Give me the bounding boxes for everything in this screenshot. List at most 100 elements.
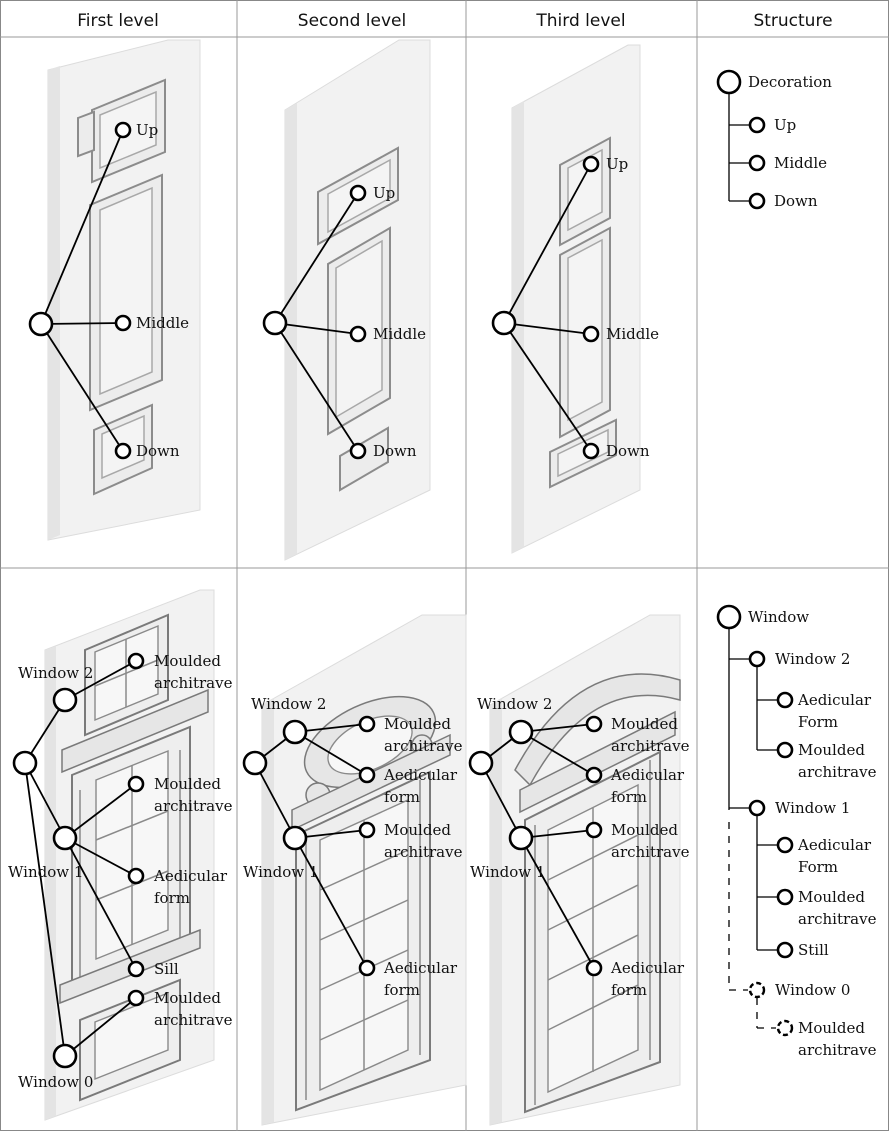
label-w2-moulded-1: Moulded — [154, 652, 221, 670]
label-window-1: Window 1 — [243, 863, 318, 881]
tree-label-window-1: Window 1 — [775, 799, 850, 817]
label-w1-moulded-2: architrave — [384, 843, 463, 861]
node-w1-moulded — [585, 821, 603, 839]
label-w1-moulded-1: Moulded — [611, 821, 678, 839]
label-window-2: Window 2 — [18, 664, 93, 682]
label-w1-moulded-2: architrave — [154, 797, 233, 815]
node-w1-moulded — [358, 821, 376, 839]
node-down — [114, 442, 132, 460]
window-tree: Window Window 2 Aedicular Form Moulded a… — [716, 604, 877, 1059]
slab-edge — [262, 698, 274, 1125]
label-up: Up — [606, 155, 628, 173]
leader-w2-aedicular — [294, 731, 368, 776]
label-middle: Middle — [373, 325, 426, 343]
first-level-window-annotations: Window 2 Window 1 Window 0 Moulded archi… — [8, 652, 233, 1091]
root-node — [491, 310, 517, 336]
window-1-transom-2 — [95, 870, 169, 901]
label-window-1: Window 1 — [470, 863, 545, 881]
label-w0-moulded-2: architrave — [154, 1011, 233, 1029]
node-w1-aedicular — [585, 959, 603, 977]
leader-up — [40, 129, 124, 325]
leader-w0-moulded — [64, 997, 137, 1057]
label-middle: Middle — [606, 325, 659, 343]
label-down: Down — [606, 442, 650, 460]
label-w1-moulded-2: architrave — [611, 843, 690, 861]
second-level-door-render — [284, 39, 431, 561]
tree-label-up: Up — [774, 116, 796, 134]
tree-label-middle: Middle — [774, 154, 827, 172]
node-window-0 — [52, 1043, 78, 1069]
leader-w1-aedicular — [294, 837, 368, 969]
leader-down — [40, 323, 124, 452]
node-down — [349, 442, 367, 460]
label-w2-moulded-2: architrave — [154, 674, 233, 692]
tree-label-w1-moulded-1: Moulded — [798, 888, 865, 906]
tree-label-w1-still: Still — [798, 941, 829, 959]
node-w2-moulded — [585, 715, 603, 733]
label-window-0: Window 0 — [18, 1073, 93, 1091]
tree-node-w1-still — [776, 941, 794, 959]
panel-down — [339, 426, 389, 492]
label-window-2: Window 2 — [477, 695, 552, 713]
label-down: Down — [373, 442, 417, 460]
node-w0-moulded — [127, 989, 145, 1007]
panel-up-ledge — [77, 110, 95, 158]
node-middle — [114, 314, 132, 332]
tree-root-node — [716, 69, 742, 95]
label-w1-aedicular-1: Aedicular — [383, 959, 458, 977]
second-level-window-annotations: Window 2 Window 1 Moulded architrave Aed… — [242, 695, 463, 999]
label-w2-aedicular-2: form — [611, 788, 647, 806]
label-w2-aedicular-1: Aedicular — [383, 766, 458, 784]
decoration-tree: Decoration Up Middle Down — [716, 69, 832, 210]
label-w1-aedicular-2: form — [154, 889, 190, 907]
leader-w1-sill — [64, 837, 137, 970]
label-window-1: Window 1 — [8, 863, 83, 881]
tree-label-decoration: Decoration — [748, 73, 832, 91]
node-w2-aedicular — [358, 766, 376, 784]
tree-node-w1-moulded — [776, 888, 794, 906]
header-first-level: First level — [77, 11, 159, 31]
leader-root-window1 — [24, 762, 66, 839]
node-window-2 — [508, 719, 534, 745]
leader-middle — [503, 322, 592, 335]
label-w1-aedicular-2: form — [384, 981, 420, 999]
leader-root-window0 — [24, 762, 66, 1057]
tree-label-w0-moulded-1: Moulded — [798, 1019, 865, 1037]
node-w1-sill — [127, 960, 145, 978]
label-up: Up — [136, 121, 158, 139]
tree-node-up — [748, 116, 766, 134]
tree-node-window-2 — [748, 650, 766, 668]
transom-4 — [319, 999, 409, 1041]
tree-label-w2-moulded-2: architrave — [798, 763, 877, 781]
first-level-door-render — [47, 39, 201, 541]
leader-w2-aedicular — [520, 731, 595, 776]
transom-2 — [547, 884, 639, 931]
tree-node-w2-aedicular — [776, 691, 794, 709]
tree-label-w1-aedicular-2: Form — [798, 858, 838, 876]
node-window-2 — [282, 719, 308, 745]
node-up — [582, 155, 600, 173]
second-level-annotations: Up Middle Down — [262, 184, 426, 460]
node-w2-moulded — [127, 652, 145, 670]
slab-edge — [285, 103, 297, 560]
window-2-transom — [94, 659, 159, 687]
tree-label-w0-moulded-2: architrave — [798, 1041, 877, 1059]
tree-node-window-1 — [748, 799, 766, 817]
tree-label-w2-aedicular-1: Aedicular — [797, 691, 872, 709]
label-middle: Middle — [136, 314, 189, 332]
slab-edge — [45, 646, 56, 1120]
label-w1-aedicular-2: form — [611, 981, 647, 999]
label-w2-moulded-2: architrave — [384, 737, 463, 755]
root-node — [468, 750, 494, 776]
root-node — [28, 311, 54, 337]
label-w2-moulded-2: architrave — [611, 737, 690, 755]
label-down: Down — [136, 442, 180, 460]
tree-node-w2-moulded — [776, 741, 794, 759]
leader-up — [503, 163, 592, 324]
cornice — [61, 688, 209, 774]
node-window-1 — [52, 825, 78, 851]
node-w2-moulded — [358, 715, 376, 733]
tree-label-window-2: Window 2 — [775, 650, 850, 668]
tree-label-w2-moulded-1: Moulded — [798, 741, 865, 759]
